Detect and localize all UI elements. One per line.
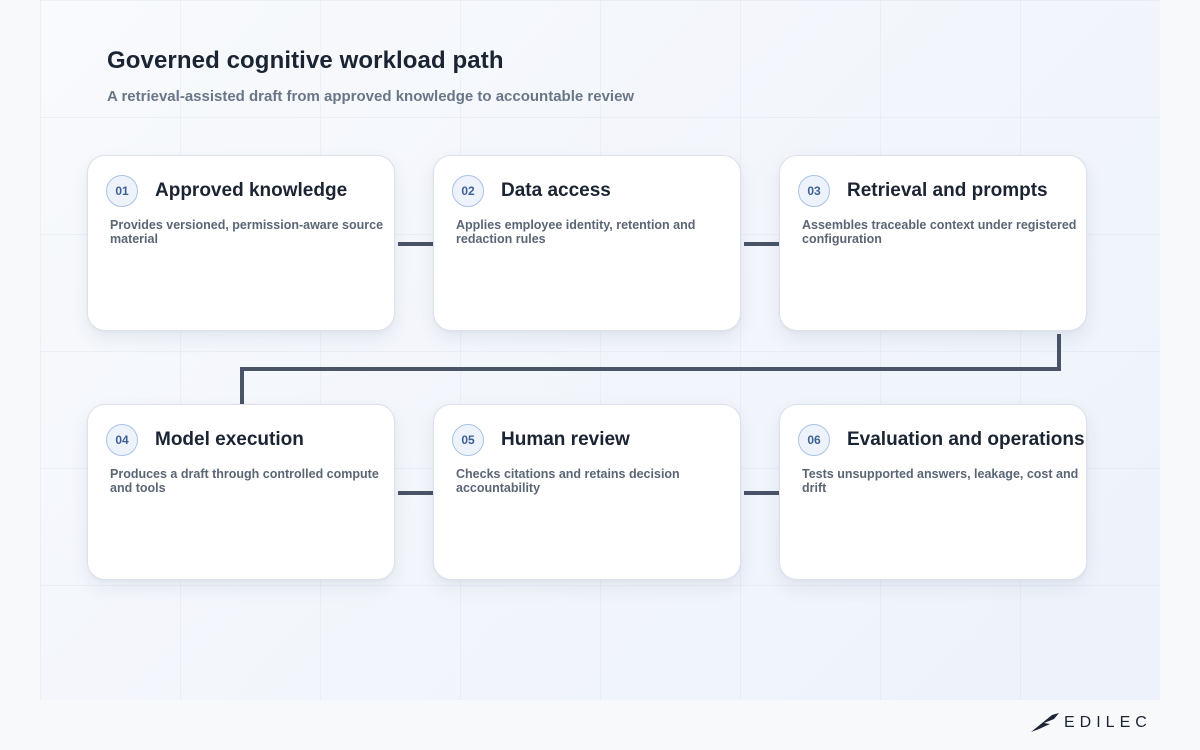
step-number-badge: 06 <box>798 424 830 456</box>
step-description: Tests unsupported answers, leakage, cost… <box>802 467 1079 495</box>
brand-logo: EDILEC <box>1030 710 1152 736</box>
page-subtitle: A retrieval-assisted draft from approved… <box>107 88 635 105</box>
step-title: Retrieval and prompts <box>847 180 1048 201</box>
step-title: Evaluation and operations <box>847 429 1085 450</box>
step-description: Produces a draft through controlled comp… <box>110 467 379 495</box>
step-title: Model execution <box>155 429 304 450</box>
edilec-logo-icon <box>1031 713 1059 732</box>
step-description: Assembles traceable context under regist… <box>802 218 1077 246</box>
step-number-badge: 02 <box>452 175 484 207</box>
step-number-badge: 03 <box>798 175 830 207</box>
step-number-badge: 04 <box>106 424 138 456</box>
step-number-badge: 01 <box>106 175 138 207</box>
background-grid <box>40 0 1160 700</box>
step-title: Human review <box>501 429 630 450</box>
connector-03-04 <box>240 334 1061 405</box>
step-card-evaluation-and-operations: 06 Evaluation and operations Tests unsup… <box>779 404 1087 580</box>
step-description: Checks citations and retains decision ac… <box>456 467 680 495</box>
step-number-badge: 05 <box>452 424 484 456</box>
step-card-model-execution: 04 Model execution Produces a draft thro… <box>87 404 395 580</box>
step-description: Applies employee identity, retention and… <box>456 218 696 246</box>
step-card-data-access: 02 Data access Applies employee identity… <box>433 155 741 331</box>
step-card-retrieval-and-prompts: 03 Retrieval and prompts Assembles trace… <box>779 155 1087 331</box>
diagram-panel <box>40 0 1160 700</box>
brand-name: EDILEC <box>1064 714 1152 731</box>
step-title: Approved knowledge <box>155 180 348 201</box>
page-title: Governed cognitive workload path <box>107 47 504 74</box>
step-card-approved-knowledge: 01 Approved knowledge Provides versioned… <box>87 155 395 331</box>
step-card-human-review: 05 Human review Checks citations and ret… <box>433 404 741 580</box>
step-description: Provides versioned, permission-aware sou… <box>110 218 384 246</box>
step-title: Data access <box>501 180 611 201</box>
